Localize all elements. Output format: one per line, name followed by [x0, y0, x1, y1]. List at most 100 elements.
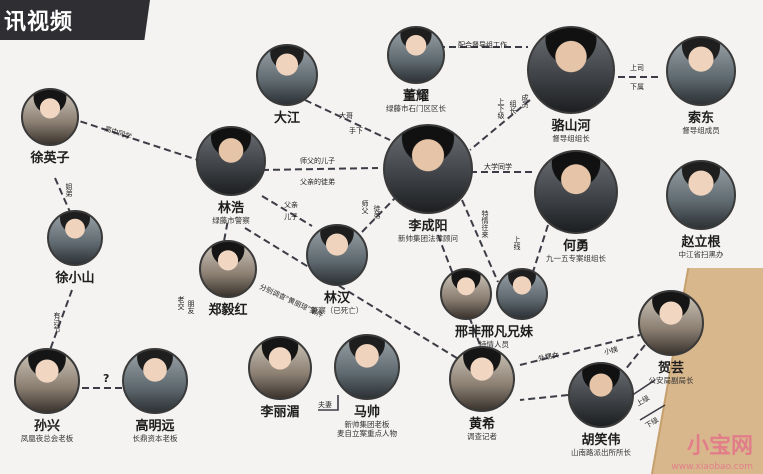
header-title: 讯视频	[4, 10, 74, 35]
label-shifu-erzi: 师父的儿子	[300, 157, 335, 165]
label-fuqin-tudi: 父亲的徒弟	[300, 178, 335, 186]
character-title: 山南路派出所所长	[571, 448, 631, 457]
link-zhengyihong-linhao	[219, 219, 229, 263]
character-title: 督导组组长	[552, 134, 590, 143]
link-linhao-lichengyang	[261, 167, 379, 171]
watermark-logo: 小宝网	[686, 434, 753, 459]
avatar	[47, 210, 103, 266]
label-erzi: 儿子	[284, 213, 298, 221]
avatar	[334, 334, 400, 400]
character-heyong[interactable]: 何勇 九一五专案组组长	[526, 150, 626, 263]
character-title: 中江省扫黑办	[678, 250, 724, 259]
character-dajiang[interactable]: 大江	[252, 44, 322, 126]
link-linhao-linhan	[261, 195, 313, 227]
link-huxiaowei-huangxi	[519, 394, 569, 401]
link-linhan-lichengyang	[361, 197, 396, 233]
link-lichengyang-xingfei	[461, 199, 499, 283]
character-lichengyang[interactable]: 李成阳 新帅集团法律顾问	[378, 124, 478, 243]
character-name: 孙兴	[33, 419, 60, 434]
label-peihe: 配合督导组工作	[458, 41, 507, 49]
character-huxiaowei[interactable]: 胡笑伟 山南路派出所所长	[558, 362, 644, 457]
link-huangxi-heyun	[519, 334, 641, 366]
label-shifu: 师父	[361, 200, 369, 214]
label-fuqi: 夫妻	[318, 401, 332, 409]
avatar	[306, 224, 368, 286]
character-gaomingyuan[interactable]: 高明远 长鼎资本老板	[116, 348, 194, 443]
character-title: 督导组成员	[682, 126, 720, 135]
avatar	[122, 348, 188, 414]
link-luoshanhe-lichengyang	[469, 99, 531, 151]
character-name: 何勇	[562, 239, 589, 254]
character-luoshanhe[interactable]: 骆山河 督导组组长	[522, 26, 620, 143]
character-dongyao[interactable]: 董耀 绿藤市石门区区长	[368, 26, 464, 113]
link-heyun-huxiaowei	[624, 344, 646, 371]
link-linhao-huangxi	[244, 227, 461, 361]
label-teqing: 特情往来	[481, 210, 489, 238]
label-laojiao: 老交	[177, 296, 185, 310]
avatar	[527, 26, 615, 114]
character-name: 邢非邢凡兄妹	[454, 325, 533, 340]
avatar	[383, 124, 473, 214]
character-name: 马帅	[353, 405, 380, 420]
link-malishuai-lilimei	[318, 395, 339, 411]
character-title: 绿藤市石门区区长	[386, 104, 446, 113]
character-name: 董耀	[402, 89, 429, 104]
avatar	[496, 268, 548, 320]
character-name: 索东	[687, 111, 714, 126]
character-title: 特情人员	[479, 340, 509, 349]
link-huxiaowei-arrow-down	[639, 404, 666, 421]
character-xuxiaoshan[interactable]: 徐小山	[40, 210, 110, 286]
character-title: 九一五专案组组长	[546, 254, 606, 263]
character-title-2: 麦自立案重点人物	[337, 429, 397, 439]
avatar	[387, 26, 445, 84]
character-name: 郑毅红	[208, 303, 248, 318]
character-name: 骆山河	[551, 119, 591, 134]
character-name: 李丽湄	[260, 405, 300, 420]
avatar	[256, 44, 318, 106]
label-xiashu: 下属	[630, 83, 644, 91]
label-shangsi: 上司	[630, 64, 644, 72]
character-linhan[interactable]: 林汉 警察（已死亡）	[298, 224, 376, 315]
label-fuqin: 父亲	[284, 201, 298, 209]
character-linhao[interactable]: 林浩 绿藤市警察	[190, 126, 272, 225]
character-name: 徐小山	[55, 271, 95, 286]
character-name: 黄希	[468, 417, 495, 432]
avatar	[199, 240, 257, 298]
avatar	[196, 126, 266, 196]
character-zhengyihong[interactable]: 郑毅红	[192, 240, 264, 318]
character-lilimei[interactable]: 李丽湄	[240, 336, 320, 420]
watermark-url: www.xiaobao.com	[671, 462, 753, 472]
character-zhaoligen[interactable]: 赵立根 中江省扫黑办	[660, 160, 742, 259]
character-huangxi[interactable]: 黄希 调查记者	[444, 346, 520, 441]
avatar	[248, 336, 312, 400]
label-pengyou: 朋友	[187, 300, 195, 314]
character-title: 长鼎资本老板	[132, 434, 178, 443]
character-title: 凤凰夜总会老板	[20, 434, 74, 443]
avatar	[568, 362, 634, 428]
character-xingfeixingfan[interactable]: 邢非邢凡兄妹 特情人员	[430, 268, 558, 349]
character-mashuai[interactable]: 马帅 新帅集团老板 麦自立案重点人物	[322, 334, 412, 439]
character-name: 贺芸	[657, 361, 684, 376]
label-dage: 大哥	[339, 112, 353, 120]
character-name: 赵立根	[681, 235, 721, 250]
character-title: 新帅集团老板	[344, 420, 390, 429]
character-xuyingzi[interactable]: 徐英子	[15, 88, 85, 166]
avatar	[534, 150, 618, 234]
label-chengyuan: 成员	[521, 94, 529, 108]
character-name: 林浩	[217, 201, 244, 216]
avatar	[666, 160, 736, 230]
label-shouxia: 手下	[349, 127, 363, 135]
label-daxue: 大学同学	[484, 163, 512, 171]
link-dajiang-lichengyang	[304, 99, 391, 141]
character-name: 高明远	[135, 419, 175, 434]
link-heyong-xingfan	[531, 224, 549, 276]
character-title: 新帅集团法律顾问	[398, 234, 458, 243]
character-sunxing[interactable]: 孙兴 凤凰夜总会老板	[8, 348, 86, 443]
character-name: 胡笑伟	[581, 433, 621, 448]
avatar	[21, 88, 79, 146]
character-name: 徐英子	[30, 151, 70, 166]
character-heyun[interactable]: 贺芸 公安局副局长	[630, 290, 712, 385]
label-shangxiaji: 上下级	[497, 98, 505, 119]
character-suodong[interactable]: 索东 督导组成员	[660, 36, 742, 135]
